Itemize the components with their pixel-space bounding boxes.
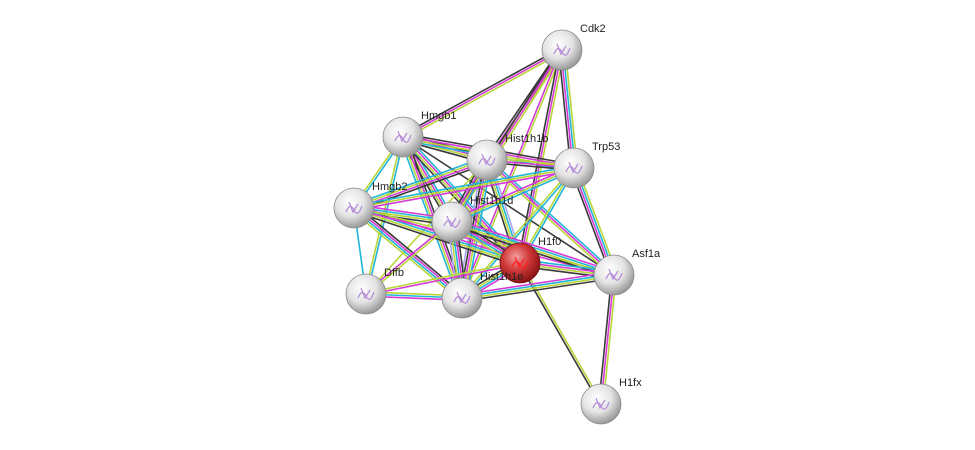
- evidence-line-database: [462, 168, 576, 300]
- edge-cdk2-hist1h1e[interactable]: [460, 49, 564, 299]
- evidence-line-experiments: [402, 49, 563, 138]
- protein-structure-icon: [357, 287, 375, 300]
- node-sphere[interactable]: [553, 147, 595, 189]
- evidence-line-experiments: [460, 49, 562, 298]
- node-sphere[interactable]: [441, 277, 483, 319]
- protein-structure-icon: [565, 161, 583, 174]
- evidence-line-textmining: [353, 167, 575, 209]
- evidence-line-textmining: [460, 166, 574, 298]
- evidence-line-database: [352, 156, 487, 206]
- node-trp53[interactable]: Trp53: [553, 141, 620, 189]
- node-hist1h1e[interactable]: Hist1h1e: [441, 271, 523, 319]
- evidence-line-experiments: [354, 206, 464, 298]
- evidence-line-experiments: [452, 218, 616, 273]
- edge-h1f0-dffb[interactable]: [365, 261, 521, 296]
- evidence-line-textmining: [403, 51, 564, 140]
- evidence-line-experiments: [354, 169, 575, 211]
- evidence-line-experiments: [600, 274, 615, 405]
- evidence-line-textmining: [353, 158, 487, 208]
- nodes-layer: Cdk2Hmgb1Hist1h1bTrp53Hmgb2Hist1h1dH1f0A…: [333, 23, 661, 425]
- node-sphere[interactable]: [431, 201, 473, 243]
- node-label: H1fx: [619, 377, 642, 389]
- protein-structure-icon: [443, 215, 461, 228]
- evidence-line-coexpression: [598, 274, 613, 404]
- protein-structure-icon: [553, 43, 571, 56]
- edge-trp53-hmgb2[interactable]: [353, 165, 575, 211]
- node-label: Trp53: [592, 141, 620, 153]
- node-label: Hist1h1e: [480, 271, 523, 283]
- node-label: Hmgb1: [421, 110, 456, 122]
- node-label: Cdk2: [580, 23, 606, 35]
- edge-asf1a-h1fx[interactable]: [598, 274, 617, 405]
- node-label: Hist1h1b: [505, 133, 548, 145]
- evidence-line-textmining: [602, 275, 617, 405]
- edge-cdk2-hmgb1[interactable]: [401, 47, 564, 140]
- evidence-line-coexpression: [401, 47, 562, 136]
- evidence-line-textmining: [462, 275, 615, 300]
- node-label: Dffb: [384, 267, 404, 279]
- node-h1f0[interactable]: H1f0: [499, 236, 561, 284]
- evidence-line-coexpression: [518, 263, 601, 405]
- node-label: Hmgb2: [372, 181, 407, 193]
- evidence-line-experiments: [366, 263, 521, 296]
- protein-structure-icon: [605, 268, 623, 281]
- edges-layer: [351, 47, 618, 405]
- evidence-line-database: [399, 137, 460, 300]
- node-sphere[interactable]: [593, 254, 635, 296]
- node-cdk2[interactable]: Cdk2: [541, 23, 606, 71]
- edge-hist1h1e-asf1a[interactable]: [461, 270, 615, 303]
- node-sphere[interactable]: [466, 139, 508, 181]
- evidence-line-textmining: [351, 209, 461, 302]
- evidence-line-textmining: [462, 50, 564, 299]
- node-sphere[interactable]: [499, 242, 541, 284]
- node-sphere[interactable]: [333, 187, 375, 229]
- node-label: H1f0: [538, 236, 561, 248]
- evidence-line-textmining: [365, 261, 520, 294]
- node-hist1h1d[interactable]: Hist1h1d: [431, 195, 513, 243]
- node-h1fx[interactable]: H1fx: [580, 377, 642, 425]
- node-dffb[interactable]: Dffb: [345, 267, 404, 315]
- node-asf1a[interactable]: Asf1a: [593, 248, 661, 296]
- evidence-line-database: [352, 208, 462, 300]
- evidence-line-database: [461, 273, 614, 298]
- protein-structure-icon: [345, 201, 363, 214]
- node-sphere[interactable]: [541, 29, 583, 71]
- node-sphere[interactable]: [382, 116, 424, 158]
- node-hmgb1[interactable]: Hmgb1: [382, 110, 456, 158]
- evidence-line-coexpression: [355, 204, 465, 297]
- evidence-line-experiments: [461, 270, 614, 296]
- evidence-line-coexpression: [462, 277, 615, 303]
- node-hist1h1b[interactable]: Hist1h1b: [466, 133, 548, 181]
- evidence-line-database: [353, 165, 574, 207]
- protein-structure-icon: [511, 256, 529, 269]
- node-label: Asf1a: [632, 248, 661, 260]
- node-sphere[interactable]: [345, 273, 387, 315]
- evidence-line-coexpression: [402, 136, 615, 276]
- evidence-line-database: [452, 220, 615, 275]
- edge-trp53-hist1h1d[interactable]: [450, 165, 576, 225]
- edge-hmgb2-hist1h1e[interactable]: [351, 204, 465, 302]
- node-sphere[interactable]: [580, 383, 622, 425]
- evidence-line-coexpression: [352, 210, 520, 267]
- evidence-line-textmining: [521, 50, 565, 264]
- node-label: Hist1h1d: [470, 195, 513, 207]
- evidence-line-database: [452, 169, 576, 225]
- protein-structure-icon: [394, 130, 412, 143]
- evidence-line-textmining: [451, 167, 575, 223]
- evidence-line-experiments: [519, 49, 563, 264]
- edge-hmgb1-asf1a[interactable]: [402, 136, 615, 276]
- protein-structure-icon: [453, 291, 471, 304]
- protein-structure-icon: [478, 153, 496, 166]
- edge-trp53-hist1h1e[interactable]: [460, 166, 576, 300]
- node-hmgb2[interactable]: Hmgb2: [333, 181, 407, 229]
- evidence-line-experiments: [450, 165, 574, 221]
- protein-structure-icon: [592, 397, 610, 410]
